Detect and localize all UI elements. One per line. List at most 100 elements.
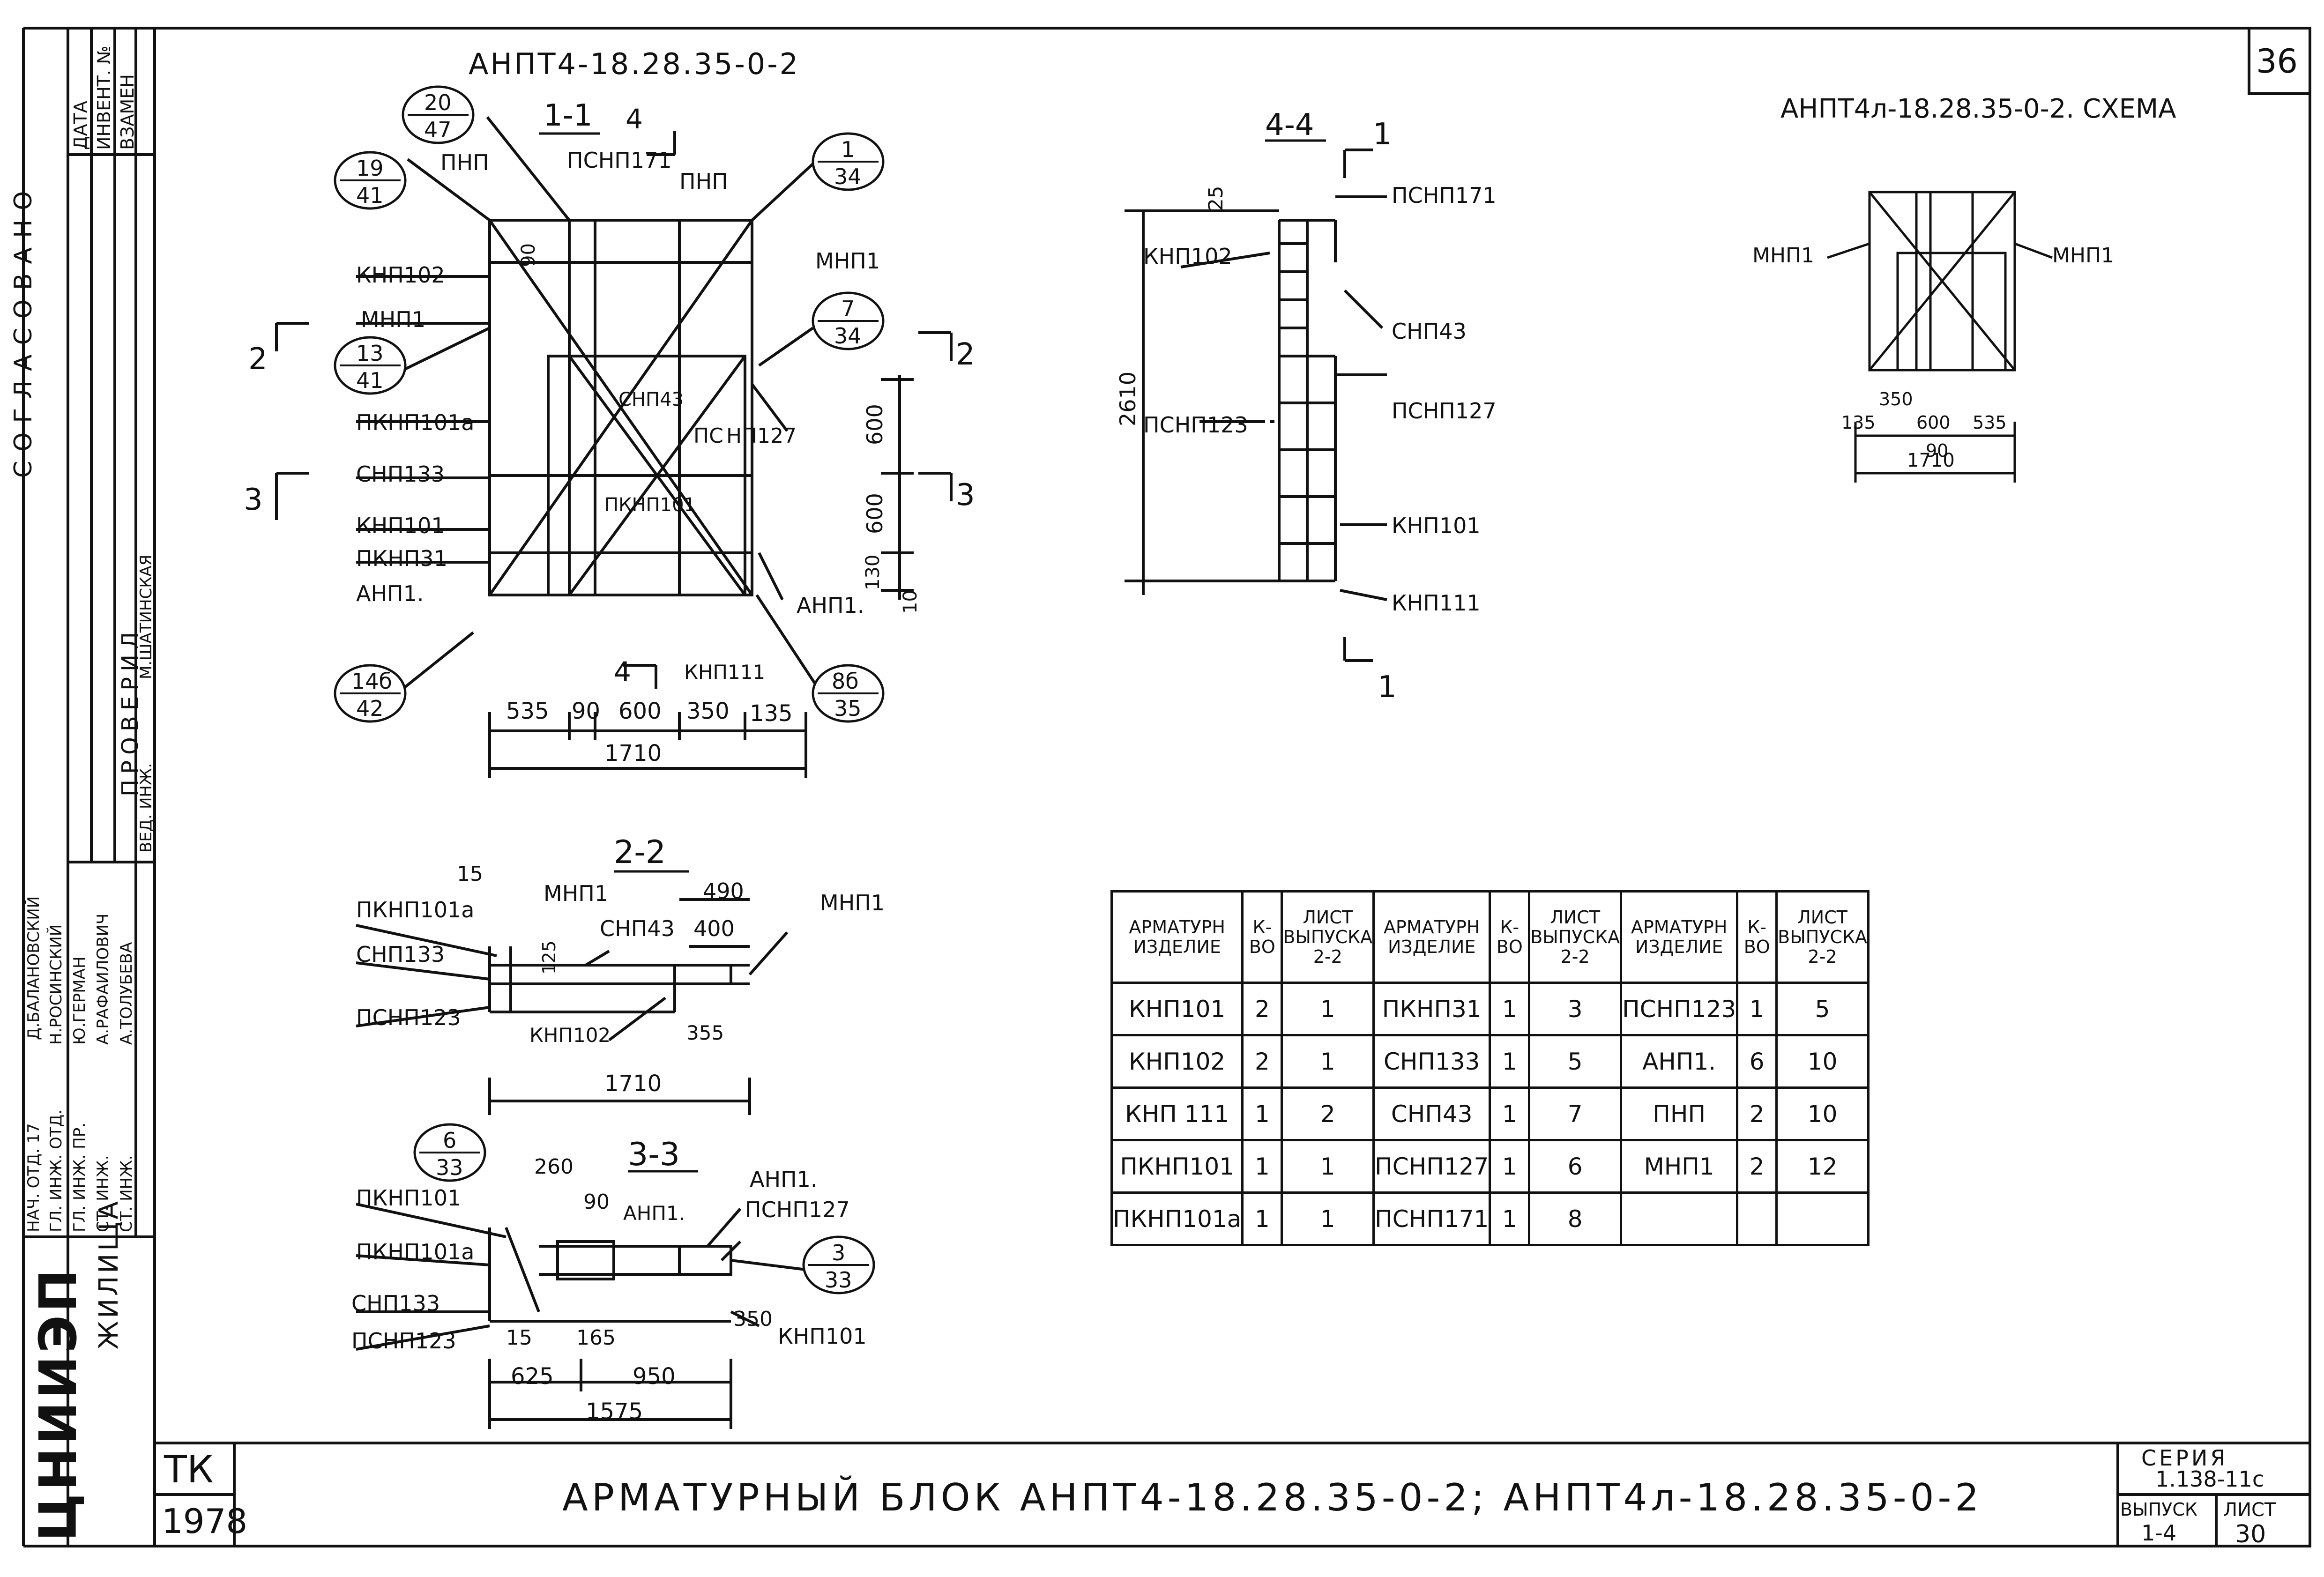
cut-4-bottom: 4	[614, 656, 631, 688]
dim-33-90: 90	[583, 1190, 610, 1214]
label-44-knp102: КНП102	[1143, 244, 1232, 269]
spec-cell: 1	[1736, 982, 1778, 1036]
label-knp111: КНП111	[684, 661, 766, 684]
dim-600: 600	[618, 698, 662, 724]
label-44-psnp127: ПСНП127	[1392, 398, 1497, 424]
spec-cell: 2	[1241, 1034, 1283, 1089]
stamp-ved-inzh-name: М.ШАТИНСКАЯ	[137, 554, 156, 679]
spec-header-row: АРМАТУРН ИЗДЕЛИЕ К-ВО ЛИСТ ВЫПУСКА 2-2 А…	[1110, 890, 1870, 984]
label-22-knp102: КНП102	[529, 1024, 611, 1047]
dim-22-125: 125	[539, 940, 559, 974]
label-ps: ПС	[693, 424, 723, 448]
stamp-staff-3-role: ГЛ. ИНЖ. ПР.	[70, 1122, 89, 1232]
stamp-staff-2-name: Н.РОСИНСКИЙ	[47, 924, 66, 1045]
schema-title: АНПТ4л-18.28.35-0-2. СХЕМА	[1780, 94, 2176, 124]
dim-33-350: 350	[733, 1307, 773, 1331]
label-snp133: СНП133	[356, 461, 445, 487]
dim-135: 135	[750, 700, 793, 727]
org-logo: ЦНИИЭП	[28, 1266, 88, 1541]
issue-label: ВЫПУСК	[2120, 1499, 2197, 1520]
label-knp102: КНП102	[356, 262, 445, 288]
stamp-date: ДАТА	[70, 101, 91, 150]
spec-cell: 10	[1775, 1034, 1870, 1089]
label-pknp101: ПКНП101	[604, 494, 696, 516]
dim-33-1575: 1575	[586, 1398, 643, 1425]
label-22-snp133: СНП133	[356, 942, 445, 967]
spec-cell: 3	[1528, 982, 1623, 1036]
label-22-mnp1: МНП1	[544, 881, 609, 906]
dim-600-vert-a: 600	[862, 404, 887, 445]
callout-3-bottom: 34	[834, 164, 862, 189]
section-3-3-title: 3-3	[628, 1136, 680, 1173]
spec-cell	[1775, 1191, 1870, 1246]
sheet-number: 36	[2256, 42, 2298, 81]
label-44-psnp171: ПСНП171	[1392, 183, 1497, 208]
spec-table: АРМАТУРН ИЗДЕЛИЕ К-ВО ЛИСТ ВЫПУСКА 2-2 А…	[1110, 890, 1870, 1246]
sheet-label: ЛИСТ	[2223, 1499, 2276, 1521]
spec-cell: 1	[1241, 1191, 1283, 1246]
dim-33-15: 15	[506, 1326, 532, 1350]
dim-535: 535	[506, 698, 549, 724]
dim-33-950: 950	[633, 1363, 676, 1390]
spec-cell: 1	[1281, 1191, 1375, 1246]
spec-cell: ПКНП101а	[1110, 1191, 1244, 1246]
section-2-2-title: 2-2	[614, 834, 666, 871]
spec-header: К-ВО	[1241, 890, 1283, 984]
spec-cell: 1	[1489, 1034, 1531, 1089]
spec-cell	[1620, 1191, 1739, 1246]
spec-cell: 2	[1241, 982, 1283, 1036]
dim-44-2610: 2610	[1115, 371, 1140, 426]
spec-cell: 7	[1528, 1086, 1623, 1141]
label-33-knp101: КНП101	[778, 1324, 867, 1349]
spec-header: К-ВО	[1489, 890, 1531, 984]
dim-44-25: 25	[1204, 186, 1227, 211]
spec-cell: ПСНП127	[1372, 1139, 1491, 1194]
stamp-staff-5-name: А.ТОЛУБЕВА	[117, 942, 136, 1045]
stamp-staff-1-role: НАЧ. ОТД. 17	[24, 1123, 43, 1232]
table-row: КНП102 2 1 СНП133 1 5 АНП1. 6 10	[1110, 1034, 1870, 1089]
label-psnp171: ПСНП171	[567, 148, 672, 173]
dim-600-vert-b: 600	[862, 493, 887, 534]
spec-cell: ПКНП101	[1110, 1139, 1244, 1194]
label-33-psnp123: ПСНП123	[351, 1328, 456, 1354]
cut-2-right: 2	[956, 337, 975, 372]
spec-cell: ПНП	[1620, 1086, 1739, 1141]
dim-22-400: 400	[693, 916, 735, 941]
spec-cell: ПСНП171	[1372, 1191, 1491, 1246]
spec-cell: 1	[1489, 982, 1531, 1036]
spec-cell: АНП1.	[1620, 1034, 1739, 1089]
callout-6-bottom: 42	[356, 696, 384, 721]
label-33-anp1: АНП1.	[623, 1202, 685, 1225]
title-year: 1978	[162, 1502, 248, 1541]
org-subtitle: ЖИЛИЩА	[94, 1198, 124, 1349]
dim-130: 130	[862, 554, 884, 590]
spec-cell: 2	[1281, 1086, 1375, 1141]
spec-cell: КНП101	[1110, 982, 1244, 1036]
schema-dim-600: 600	[1916, 412, 1951, 433]
spec-cell: КНП 111	[1110, 1086, 1244, 1141]
schema-dim-535: 535	[1973, 412, 2007, 433]
series-value: 1.138-11с	[2155, 1466, 2264, 1492]
label-mnp1-right: МНП1	[815, 248, 880, 274]
dim-10: 10	[900, 590, 921, 614]
callout-3-top: 1	[841, 137, 855, 162]
stamp-agreed: СОГЛАСОВАНО	[9, 181, 37, 478]
dim-1710: 1710	[604, 740, 662, 766]
label-44-psnp123: ПСНП123	[1143, 412, 1248, 438]
spec-cell: 1	[1281, 1034, 1375, 1089]
schema-dim-1710: 1710	[1907, 450, 1955, 471]
label-anp1-right: АНП1.	[797, 593, 864, 618]
spec-cell: 10	[1775, 1086, 1870, 1141]
spec-header: АРМАТУРН ИЗДЕЛИЕ	[1110, 890, 1244, 984]
spec-header: К-ВО	[1736, 890, 1778, 984]
callout-7-top: 8б	[832, 669, 859, 694]
spec-header: АРМАТУРН ИЗДЕЛИЕ	[1620, 890, 1739, 984]
stamp-staff-4-name: А.РАФАИЛОВИЧ	[94, 913, 112, 1045]
label-pknp101a: ПКНП101а	[356, 410, 475, 435]
stamp-staff-3-name: Ю.ГЕРМАН	[70, 956, 89, 1045]
callout-33-2-bottom: 33	[825, 1267, 852, 1293]
spec-cell: 1	[1489, 1086, 1531, 1141]
section-4-4-title: 4-4	[1265, 108, 1314, 142]
stamp-ved-inzh: ВЕД. ИНЖ.	[137, 763, 156, 853]
